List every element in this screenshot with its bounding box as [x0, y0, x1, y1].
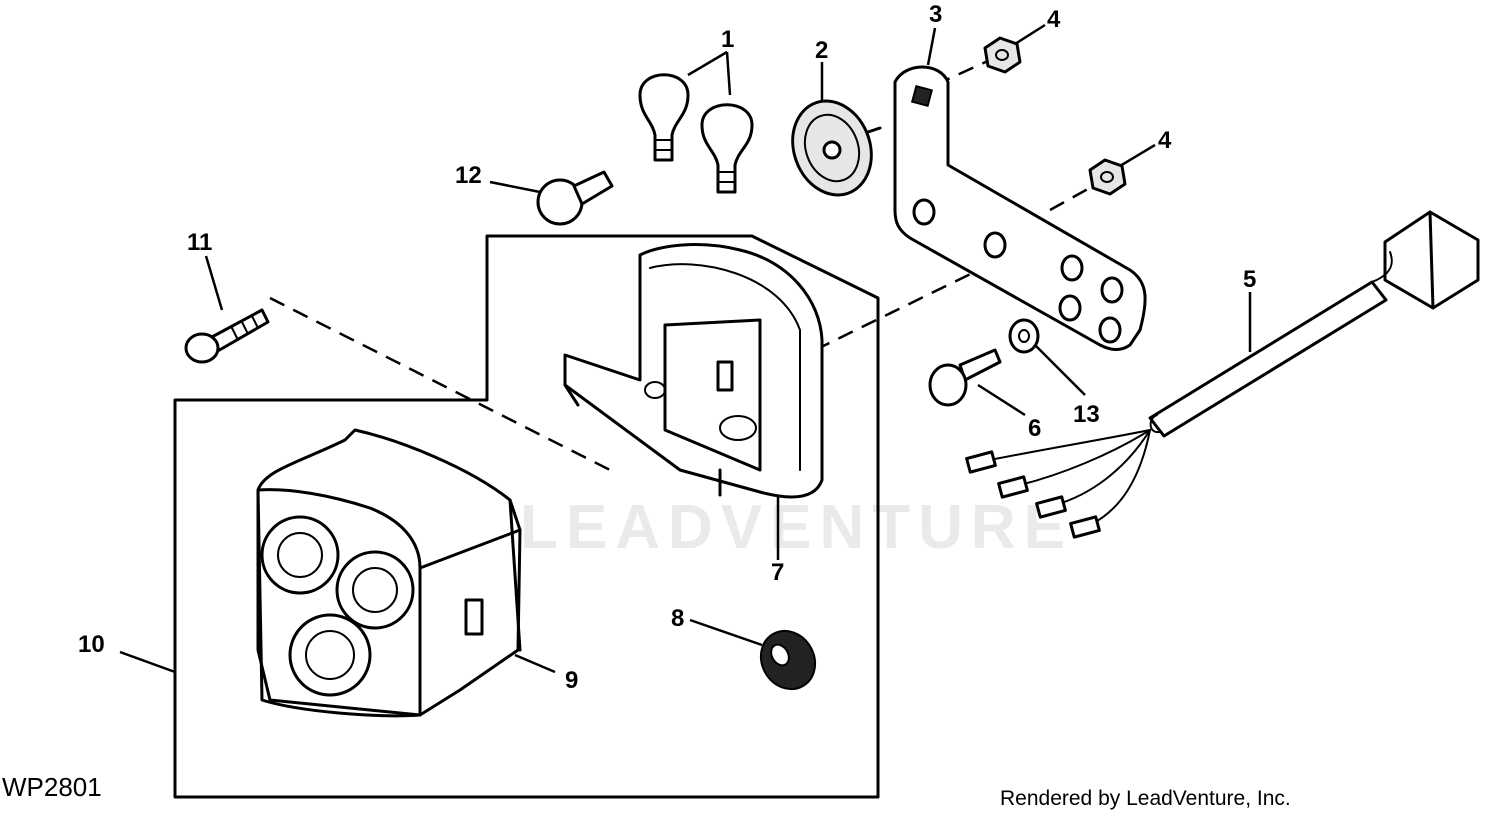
callout-4a: 4 [1047, 6, 1061, 33]
leader-3 [926, 27, 937, 66]
bulb-socket [791, 99, 882, 197]
wiring-harness [965, 210, 1480, 539]
grommet [759, 629, 817, 691]
carriage-bolt [184, 308, 270, 364]
assembly-line-bracket [814, 260, 996, 352]
leader-1 [687, 50, 732, 96]
leader-8 [689, 618, 763, 647]
watermark-text: LEADVENTURE [520, 493, 1073, 562]
washer [1008, 318, 1040, 354]
callout-5: 5 [1243, 266, 1256, 293]
small-bulb [536, 170, 614, 226]
cap-screw [928, 348, 1002, 407]
leader-10 [119, 650, 176, 674]
callout-9: 9 [565, 667, 578, 694]
assembly-outline [173, 234, 880, 799]
callout-13: 13 [1073, 401, 1100, 428]
credit-text: Rendered by LeadVenture, Inc. [1000, 787, 1291, 810]
leader-4a [1014, 23, 1046, 46]
hex-nut-lower [1088, 158, 1127, 196]
figure-id: WP2801 [2, 772, 102, 802]
bulb-pair [638, 73, 754, 194]
callout-11: 11 [187, 229, 212, 256]
callout-10: 10 [78, 631, 105, 658]
callout-2: 2 [815, 37, 828, 64]
callout-8: 8 [671, 605, 684, 632]
lamp-housing-bracket [563, 243, 824, 499]
callout-7: 7 [771, 559, 784, 586]
leader-13 [1034, 344, 1086, 396]
callout-12: 12 [455, 162, 482, 189]
leader-12 [489, 180, 541, 194]
tail-lamp-assembly [256, 428, 522, 718]
hex-nut-upper [983, 36, 1022, 74]
leader-9 [514, 653, 556, 674]
callout-4b: 4 [1158, 127, 1172, 154]
callout-3: 3 [929, 1, 942, 28]
callout-6: 6 [1028, 415, 1041, 442]
leader-6 [977, 383, 1026, 417]
assembly-line-nut-lower [1049, 183, 1096, 212]
leader-4b [1119, 143, 1156, 168]
assembly-line-bolt [269, 296, 611, 472]
leader-11 [204, 255, 224, 311]
mounting-bracket [893, 65, 1147, 351]
callout-1: 1 [721, 26, 734, 53]
